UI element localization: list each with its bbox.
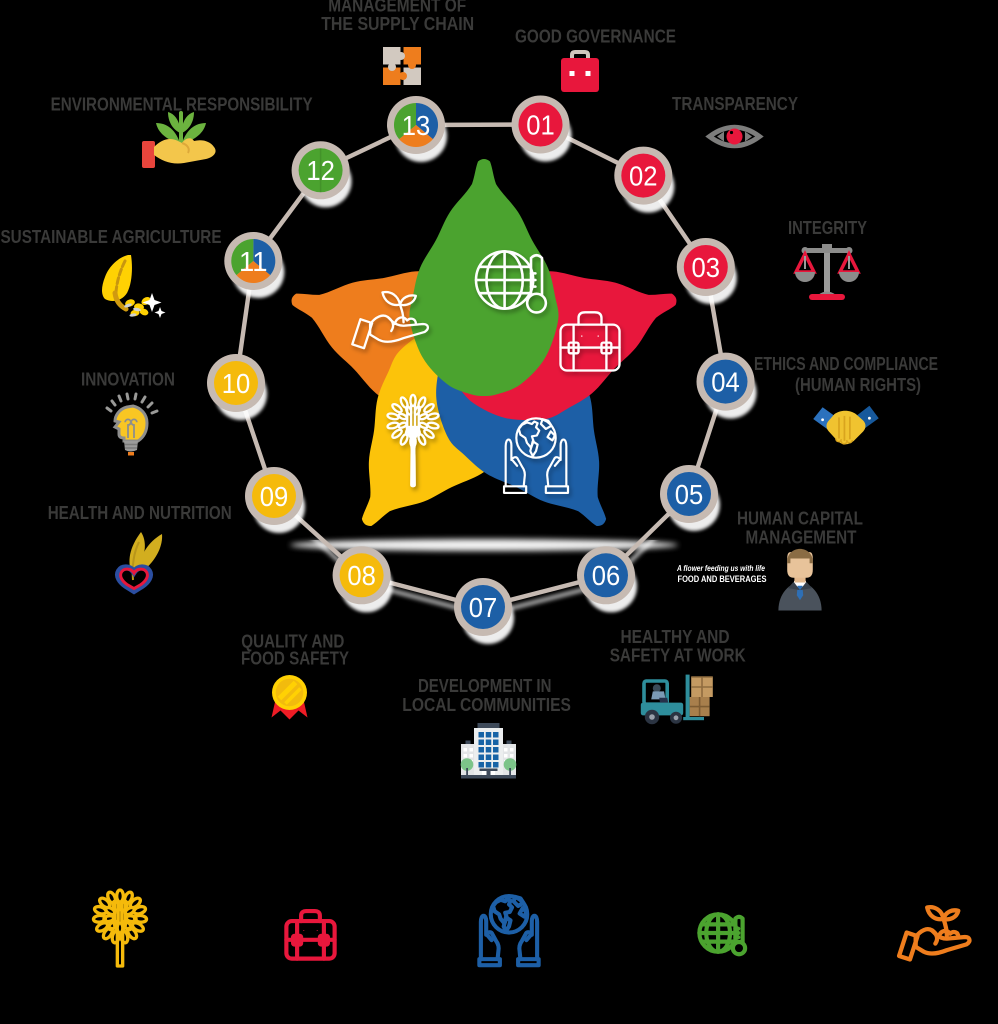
svg-text:SAFETY AT WORK: SAFETY AT WORK — [610, 644, 747, 665]
svg-text:ENVIRONMENTAL RESPONSIBILITY: ENVIRONMENTAL RESPONSIBILITY — [51, 93, 314, 114]
svg-text:09: 09 — [260, 481, 289, 512]
svg-text:INTEGRITY: INTEGRITY — [788, 217, 868, 238]
svg-text:06: 06 — [592, 560, 621, 591]
svg-text:GOOD GOVERNANCE: GOOD GOVERNANCE — [515, 25, 676, 46]
svg-text:08: 08 — [347, 560, 376, 591]
svg-text:QUALITY AND: QUALITY AND — [241, 631, 344, 652]
svg-text:05: 05 — [675, 479, 704, 510]
svg-text:LOCAL COMMUNITIES: LOCAL COMMUNITIES — [402, 694, 571, 715]
svg-text:10: 10 — [222, 368, 251, 399]
svg-text:FOOD SAFETY: FOOD SAFETY — [241, 648, 350, 669]
svg-text:THE SUPPLY CHAIN: THE SUPPLY CHAIN — [321, 13, 474, 34]
svg-text:FOOD AND BEVERAGES: FOOD AND BEVERAGES — [678, 574, 767, 584]
svg-text:MANAGEMENT: MANAGEMENT — [746, 526, 858, 547]
svg-text:02: 02 — [629, 161, 658, 192]
svg-text:SUSTAINABLE AGRICULTURE: SUSTAINABLE AGRICULTURE — [1, 226, 222, 247]
svg-text:12: 12 — [306, 155, 335, 186]
svg-text:(HUMAN RIGHTS): (HUMAN RIGHTS) — [795, 374, 921, 395]
svg-text:A flower feeding us with life: A flower feeding us with life — [676, 563, 765, 573]
svg-text:ETHICS AND COMPLIANCE: ETHICS AND COMPLIANCE — [754, 353, 938, 374]
svg-text:DEVELOPMENT IN: DEVELOPMENT IN — [418, 675, 552, 696]
svg-text:04: 04 — [711, 367, 740, 398]
svg-text:13: 13 — [402, 110, 431, 141]
svg-text:07: 07 — [469, 592, 498, 623]
svg-text:HEALTHY AND: HEALTHY AND — [621, 626, 730, 647]
svg-text:MANAGEMENT OF: MANAGEMENT OF — [328, 0, 466, 16]
svg-text:HUMAN CAPITAL: HUMAN CAPITAL — [737, 508, 863, 529]
svg-text:HEALTH AND NUTRITION: HEALTH AND NUTRITION — [48, 502, 232, 523]
svg-text:INNOVATION: INNOVATION — [81, 368, 175, 389]
svg-text:03: 03 — [692, 252, 721, 283]
svg-text:TRANSPARENCY: TRANSPARENCY — [672, 93, 799, 114]
svg-text:01: 01 — [526, 109, 555, 140]
svg-text:11: 11 — [239, 246, 268, 277]
